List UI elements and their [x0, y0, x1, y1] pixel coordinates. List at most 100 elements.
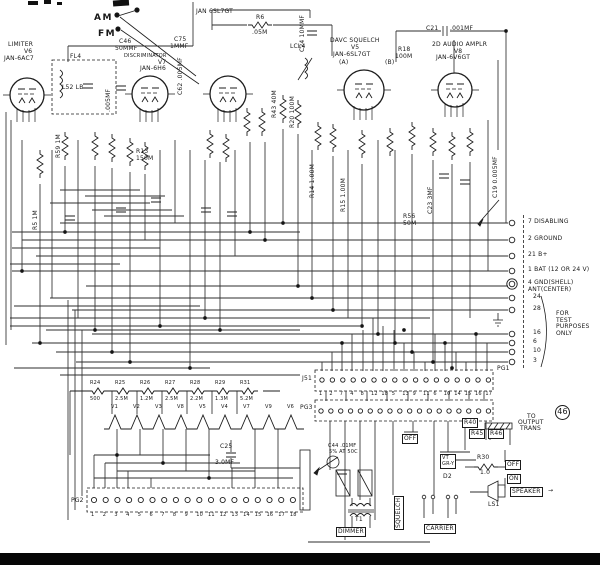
schematic-label: ON: [507, 474, 521, 484]
schematic-label: T1: [355, 516, 363, 523]
pg1-terminal: [508, 294, 516, 302]
scan-artifact: [57, 2, 62, 5]
wire: [227, 211, 237, 217]
speaker-arrow-icon: →: [548, 487, 554, 494]
c44-arrowhead: [313, 466, 320, 476]
schematic-label: C25: [220, 443, 233, 450]
schematic-label: CARRIER: [424, 524, 456, 534]
wire: [36, 150, 44, 178]
junction-dot: [360, 324, 364, 328]
schematic-label: PG3: [300, 404, 313, 411]
resistor-ref: R31: [240, 380, 251, 386]
schematic-label: LCL4: [290, 43, 306, 50]
pg2-pin-number: 11: [208, 512, 215, 518]
wire: [201, 207, 211, 213]
pg3-pin: [446, 408, 452, 414]
j51-pin: [433, 377, 440, 383]
schematic-label: V8: [454, 48, 463, 55]
tube-heater-label: V1: [111, 404, 119, 410]
pg3-pin: [406, 408, 413, 414]
schematic-label: C19 0.005MF: [492, 156, 499, 198]
schematic-label: R5 1M: [32, 210, 39, 230]
wire: [59, 69, 63, 99]
schematic-label: DAVC SQUELCH: [330, 37, 380, 44]
j51-pin-number: 10: [443, 391, 451, 397]
j51-pin-number: 13: [402, 391, 409, 397]
pg2-pin: [172, 496, 179, 504]
terminal-pin-label: 24: [533, 293, 542, 300]
j51-pin-number: 17: [485, 391, 493, 397]
scan-artifact: [112, 0, 130, 7]
resistor-ref: R24: [90, 380, 101, 386]
junction-dot: [410, 350, 414, 354]
pg2-pin: [126, 496, 133, 504]
junction-dot: [207, 476, 211, 480]
wire: [139, 108, 159, 122]
pg2-pin-number: 15: [254, 512, 262, 518]
schematic-label: L52 LB: [62, 84, 84, 91]
pg3-pin: [338, 408, 344, 414]
wire: [213, 387, 233, 395]
schematic-label: JAN-6V6GT: [436, 54, 471, 61]
pg3-pin: [426, 408, 432, 414]
j51-pin: [350, 377, 356, 383]
wire: [108, 134, 116, 162]
j51-pin: [423, 377, 429, 383]
pg2-pin-number: 2: [102, 512, 107, 518]
schematic-label: 2D AUDIO AMPLR: [432, 41, 488, 48]
junction-dot: [263, 238, 267, 242]
wire: [329, 124, 337, 152]
wire: [279, 95, 287, 123]
schematic-label: (A): [339, 59, 349, 66]
wire: [474, 463, 498, 471]
resistor-value: 500: [90, 396, 101, 402]
schematic-label: R43 40M: [271, 90, 278, 118]
resistor-ref: R26: [140, 380, 151, 386]
terminal-pin-label: 4 GND(SHELL) ANT(CENTER): [528, 279, 574, 293]
schematic-label: C21: [426, 25, 439, 32]
pg2-pin: [278, 496, 285, 504]
pg1-terminal: [508, 252, 516, 260]
j51-pin-number: 6: [433, 391, 437, 397]
pg2-connector-box: [86, 487, 304, 513]
schematic-label: PG2: [71, 497, 84, 504]
j51-pin: [381, 377, 388, 383]
schematic-label: LS1: [488, 501, 500, 508]
wire: [104, 413, 304, 430]
wire: [304, 57, 308, 80]
junction-dot: [504, 29, 508, 33]
pg3-pin: [485, 408, 492, 414]
pg2-pin-number: 1: [91, 512, 95, 518]
j51-pin: [464, 377, 471, 383]
resistor-value: 2.5M: [165, 396, 179, 402]
wire: [307, 30, 317, 36]
pg1-terminal: [508, 280, 516, 288]
pg2-pin-number: 3: [114, 512, 118, 518]
junction-dot: [450, 366, 454, 370]
l51-tuning-arrow: [297, 57, 313, 81]
pg1-antenna-terminal: [506, 278, 518, 290]
pg1-terminal: [508, 358, 516, 366]
pg2-pin: [149, 496, 156, 504]
terminal-pin-label: 2 GROUND: [528, 235, 563, 242]
schematic-label: 3.0MF: [215, 459, 235, 466]
pg3-pin: [466, 408, 472, 414]
wire: [460, 179, 470, 185]
pg3-pin: [475, 408, 482, 414]
resistor-ref: R28: [190, 380, 201, 386]
junction-dot: [376, 332, 380, 336]
schematic-label: J51: [302, 375, 313, 382]
schematic-label: OFF: [505, 460, 522, 470]
wire: [446, 92, 464, 99]
pg1-terminal: [508, 348, 516, 356]
schematic-label: R30: [477, 454, 490, 461]
j51-pin: [360, 377, 367, 383]
schematic-label: R46: [488, 429, 505, 439]
junction-dot: [281, 221, 285, 225]
schematic-label: AM: [94, 13, 113, 23]
wire: [163, 387, 183, 395]
wire: [88, 387, 108, 395]
schematic-label: 1.0: [480, 469, 491, 476]
j51-pin: [454, 377, 460, 383]
